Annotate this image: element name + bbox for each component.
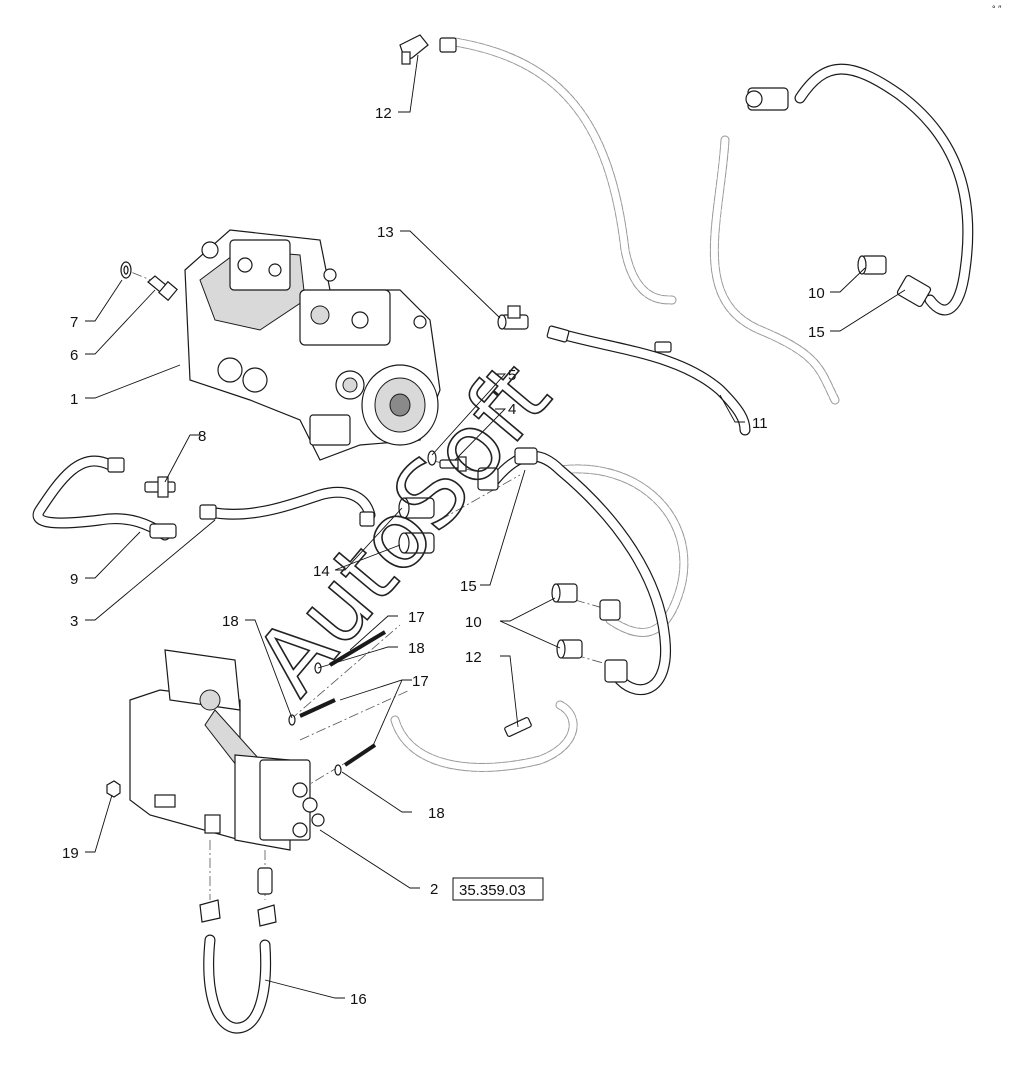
callout-18-bottom: 18 bbox=[428, 805, 445, 822]
callout-19: 19 bbox=[62, 845, 79, 862]
corner-mark: ° ″ bbox=[992, 4, 1002, 14]
flange-washer bbox=[427, 450, 437, 466]
callout-7: 7 bbox=[70, 314, 78, 331]
flange-bolt bbox=[439, 456, 467, 472]
pump-mounting-bolt bbox=[147, 275, 178, 302]
hose-top-fitting bbox=[399, 34, 457, 65]
callout-10-right: 10 bbox=[808, 285, 825, 302]
reference-box-label: 35.359.03 bbox=[459, 882, 526, 899]
callout-4: 4 bbox=[508, 401, 516, 418]
nut-19 bbox=[106, 780, 121, 798]
callout-15-center: 15 bbox=[460, 578, 477, 595]
callout-17-top: 17 bbox=[408, 609, 425, 626]
hose-15-center bbox=[477, 447, 672, 695]
hydraulic-pump bbox=[184, 229, 441, 461]
callout-18-top: 18 bbox=[408, 640, 425, 657]
callout-14: 14 bbox=[313, 563, 330, 580]
control-valve bbox=[129, 649, 325, 851]
callout-1: 1 bbox=[70, 391, 78, 408]
callout-8: 8 bbox=[198, 428, 206, 445]
hose-11 bbox=[546, 325, 751, 436]
reference-box[interactable]: 35.359.03 bbox=[452, 877, 544, 901]
callout-12-top: 12 bbox=[375, 105, 392, 122]
callout-11: 11 bbox=[752, 415, 768, 432]
callout-10-center: 10 bbox=[465, 614, 482, 631]
hose-right bbox=[745, 63, 974, 316]
callout-13: 13 bbox=[377, 224, 394, 241]
pump-washer bbox=[120, 261, 132, 279]
callout-3: 3 bbox=[70, 613, 78, 630]
phantom-hoses bbox=[390, 37, 840, 772]
adapter-14 bbox=[398, 497, 435, 554]
callout-15-right: 15 bbox=[808, 324, 825, 341]
pipe-3 bbox=[199, 486, 376, 527]
callout-16: 16 bbox=[350, 991, 367, 1008]
callout-2: 2 bbox=[430, 881, 438, 898]
adapter-8 bbox=[144, 476, 176, 498]
callout-17-mid: 17 bbox=[412, 673, 429, 690]
hose-9 bbox=[32, 455, 177, 541]
studs-and-washers bbox=[288, 630, 387, 776]
leader-lines bbox=[85, 54, 906, 999]
callout-6: 6 bbox=[70, 347, 78, 364]
callout-5: 5 bbox=[508, 367, 516, 384]
callout-9: 9 bbox=[70, 571, 78, 588]
callout-18-left: 18 bbox=[222, 613, 239, 630]
tee-fitting bbox=[497, 305, 529, 330]
callout-12-center: 12 bbox=[465, 649, 482, 666]
callout-labels: 12 13 7 6 1 5 4 8 9 3 14 15 10 12 18 17 … bbox=[62, 105, 825, 1008]
adapter-10-center bbox=[551, 583, 583, 659]
hose-16 bbox=[199, 867, 277, 1034]
